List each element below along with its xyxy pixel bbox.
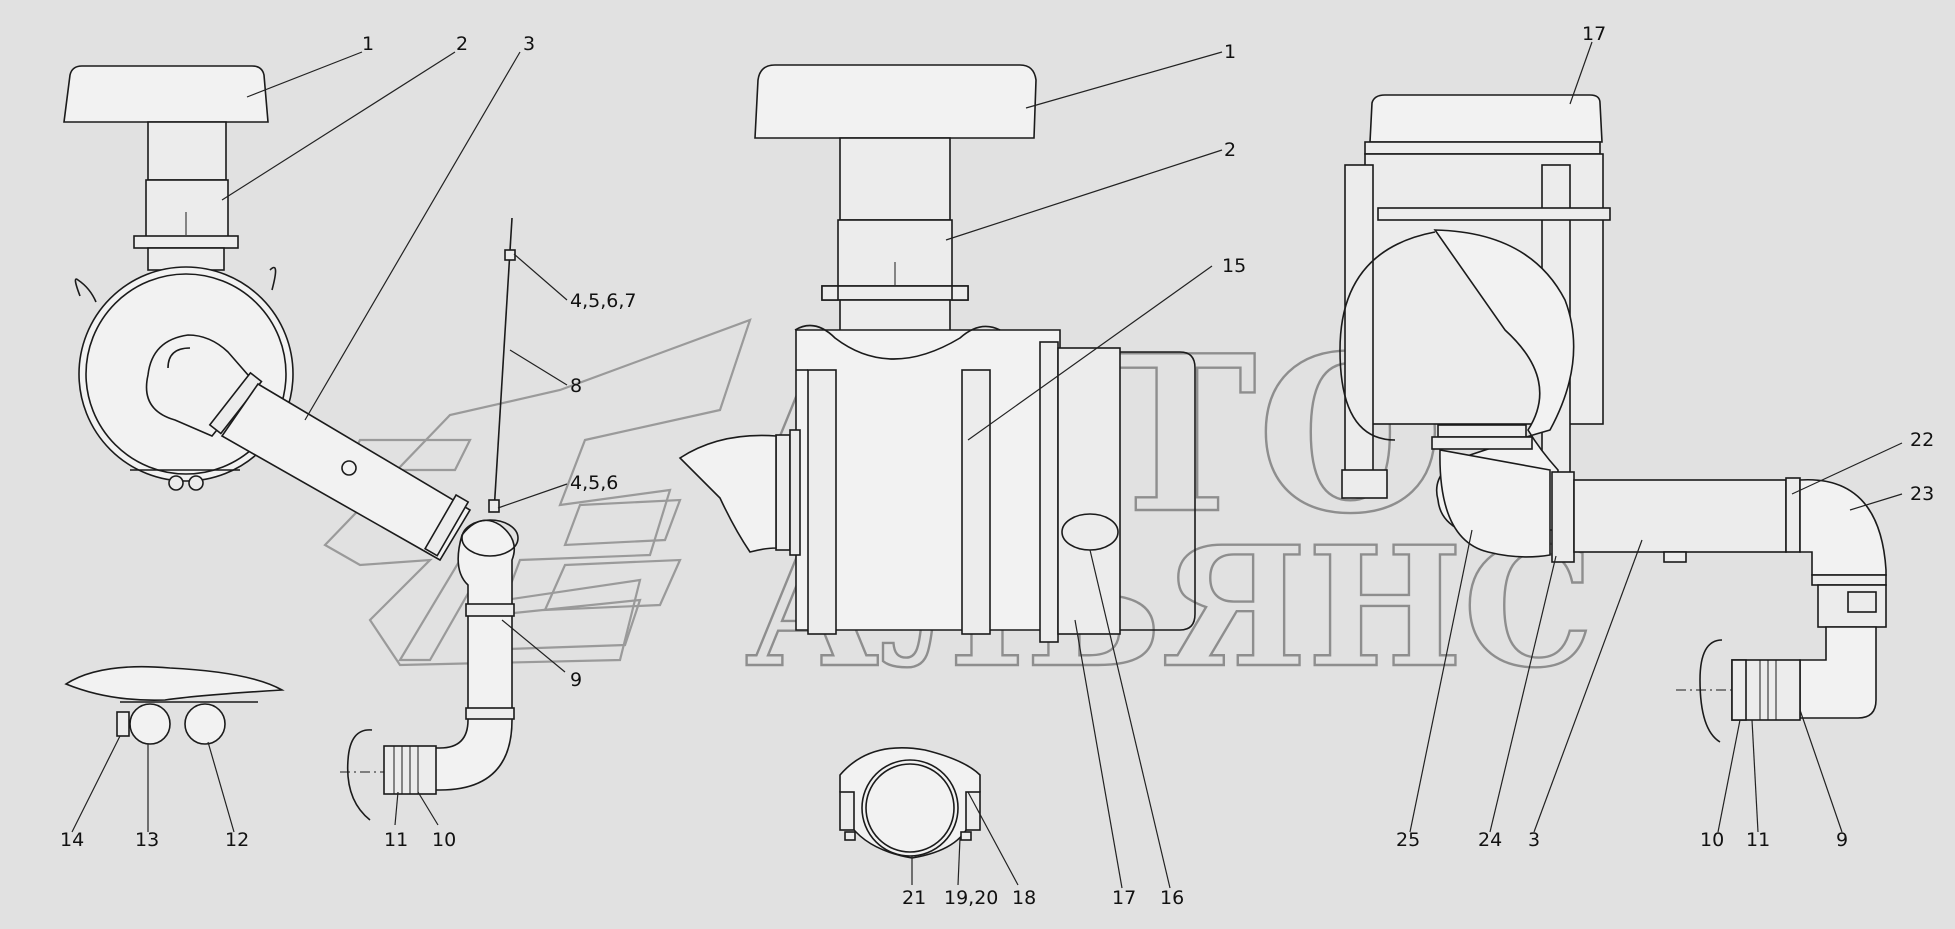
- right-pipe: [1573, 479, 1787, 553]
- label-center-18: 18: [1012, 887, 1036, 909]
- label-left-13: 13: [135, 829, 159, 851]
- center-end-cap: [1057, 347, 1121, 635]
- left-stem-lower: [145, 179, 229, 239]
- left-outlet-elbow: [429, 519, 516, 791]
- label-left-14: 14: [60, 829, 84, 851]
- label-right-23: 23: [1910, 483, 1934, 505]
- label-right-25: 25: [1396, 829, 1420, 851]
- label-center-15: 15: [1222, 255, 1246, 277]
- label-right-9: 9: [1836, 829, 1848, 851]
- left-stem: [147, 121, 227, 181]
- left-assembly: [63, 65, 519, 821]
- watermark-emblem: [323, 318, 752, 667]
- label-left-3: 3: [523, 33, 535, 55]
- label-left-12: 12: [225, 829, 249, 851]
- label-right-3: 3: [1528, 829, 1540, 851]
- left-clamp-detail: [64, 665, 285, 701]
- center-assembly: [678, 64, 1196, 859]
- label-left-11: 11: [384, 829, 408, 851]
- label-left-8: 8: [570, 375, 582, 397]
- label-center-16: 16: [1160, 887, 1184, 909]
- left-flange: [133, 235, 239, 249]
- label-left-1: 1: [362, 33, 374, 55]
- label-right-24: 24: [1478, 829, 1502, 851]
- callout-labels: 1 2 3 4,5,6,7 8 4,5,6 9 10 11 12 13 14 1…: [60, 23, 1934, 909]
- center-stem: [839, 137, 951, 221]
- label-left-456: 4,5,6: [570, 472, 618, 494]
- label-right-10: 10: [1700, 829, 1724, 851]
- label-center-21: 21: [902, 887, 926, 909]
- right-outlet-elbow: [1799, 479, 1887, 576]
- label-center-1: 1: [1224, 41, 1236, 63]
- leader-lines: [71, 41, 1903, 889]
- right-filter-top: [1369, 94, 1603, 143]
- left-intake-pipe: [220, 382, 472, 562]
- label-center-17: 17: [1112, 887, 1136, 909]
- center-cap: [754, 64, 1037, 139]
- label-center-2: 2: [1224, 139, 1236, 161]
- label-left-9: 9: [570, 669, 582, 691]
- label-right-17: 17: [1582, 23, 1606, 45]
- center-inlet-hose: [678, 434, 777, 553]
- right-assembly: [1339, 94, 1887, 743]
- label-center-1920: 19,20: [944, 887, 998, 909]
- label-right-22: 22: [1910, 429, 1934, 451]
- left-cap: [63, 65, 269, 123]
- label-left-4567: 4,5,6,7: [570, 290, 636, 312]
- label-left-2: 2: [456, 33, 468, 55]
- label-left-10: 10: [432, 829, 456, 851]
- label-right-11: 11: [1746, 829, 1770, 851]
